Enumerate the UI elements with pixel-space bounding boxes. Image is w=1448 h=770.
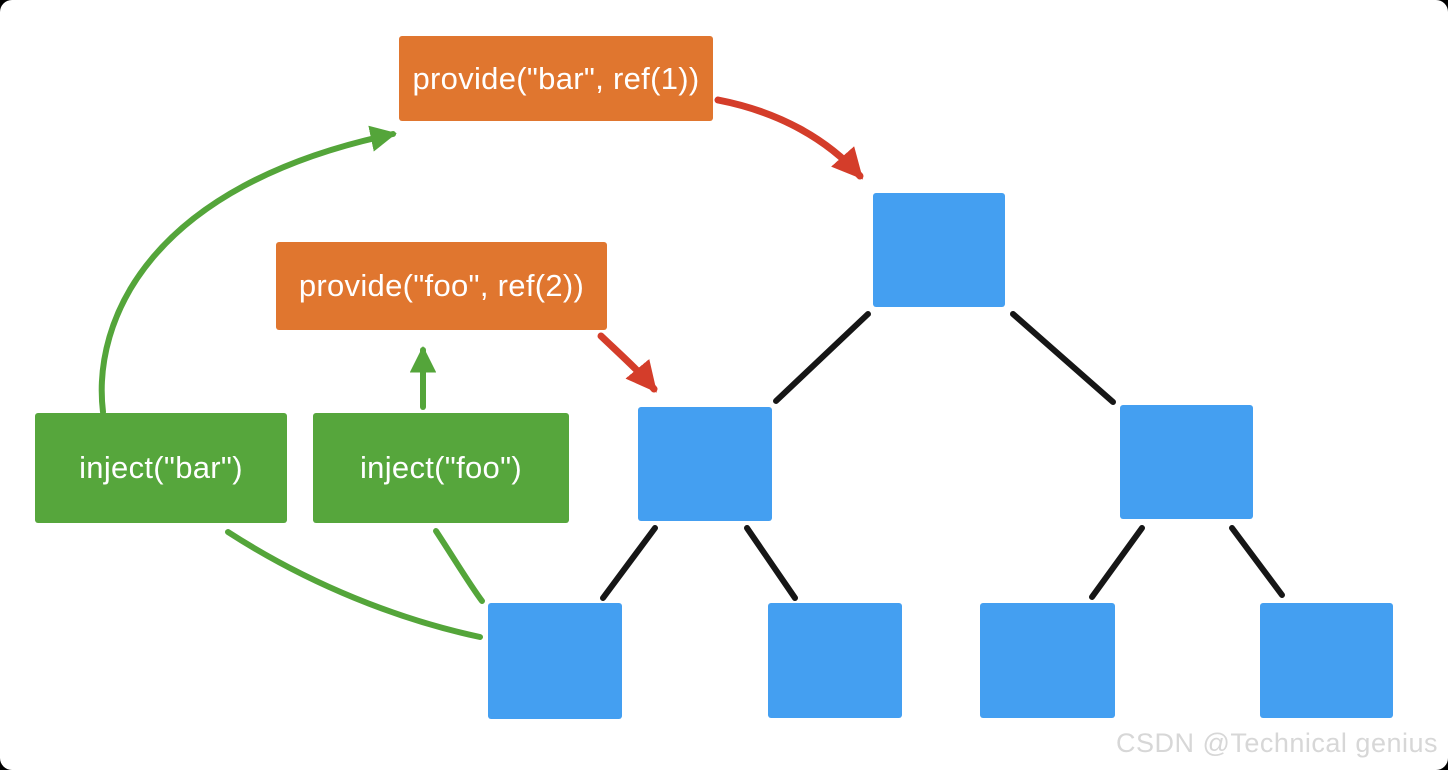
tree-edge-midright-leaf3 bbox=[1089, 525, 1145, 600]
tree-edge-root-midleft bbox=[773, 311, 871, 404]
tree-edge-root-midright bbox=[1010, 311, 1116, 405]
provide-foo-arrow bbox=[597, 332, 658, 393]
component-node-mid-right bbox=[1120, 405, 1253, 519]
component-node-leaf-1 bbox=[488, 603, 622, 719]
inject-foo-leaf-link bbox=[433, 528, 485, 604]
provide-bar-arrow bbox=[714, 96, 864, 180]
provide-bar-label: provide("bar", ref(1)) bbox=[399, 36, 713, 121]
inject-bar-leaf-link bbox=[225, 529, 483, 640]
component-node-mid-left bbox=[638, 407, 772, 521]
component-node-leaf-2 bbox=[768, 603, 902, 718]
inject-foo-label: inject("foo") bbox=[313, 413, 569, 523]
tree-edge-midleft-leaf1 bbox=[600, 525, 658, 601]
inject-bar-label: inject("bar") bbox=[35, 413, 287, 523]
component-node-leaf-3 bbox=[980, 603, 1115, 718]
component-node-root bbox=[873, 193, 1005, 307]
tree-edge-midleft-leaf2 bbox=[744, 525, 798, 601]
inject-bar-arrow bbox=[98, 125, 397, 415]
provide-foo-label: provide("foo", ref(2)) bbox=[276, 242, 607, 330]
tree-edge-midright-leaf4 bbox=[1229, 525, 1285, 598]
watermark: CSDN @Technical genius bbox=[1115, 728, 1438, 758]
component-node-leaf-4 bbox=[1260, 603, 1393, 718]
